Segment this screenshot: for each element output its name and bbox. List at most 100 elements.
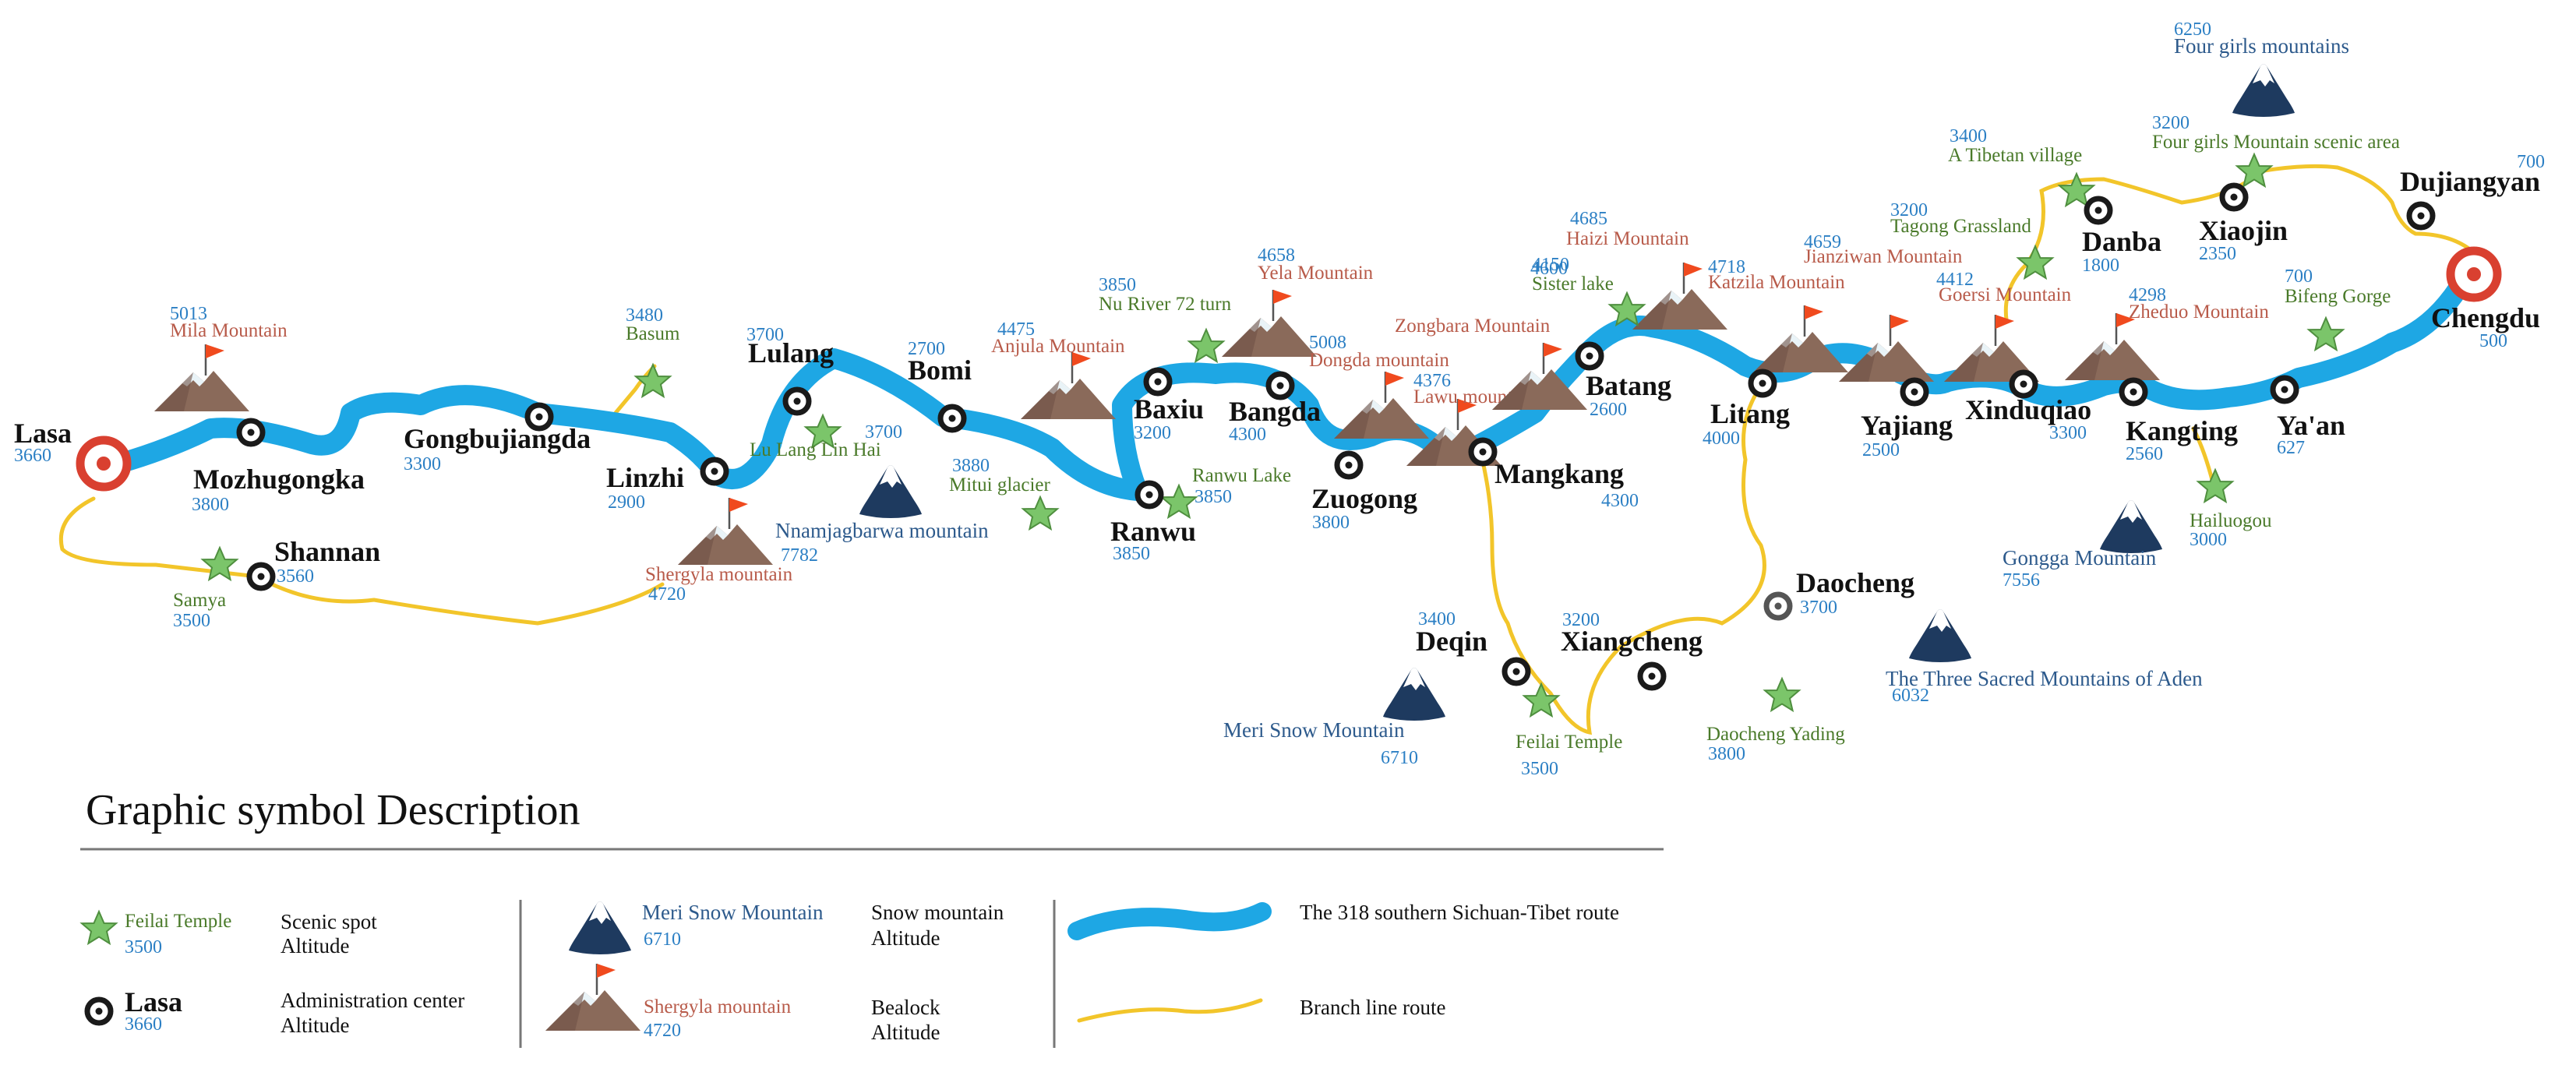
legend-admin: Lasa 3660 Administration center Altitude (87, 986, 464, 1037)
pass-name: Dongda mountain (1309, 350, 1449, 371)
scenic-nu-river: 3850 Nu River 72 turn (1099, 275, 1232, 362)
city-name: Batang (1586, 370, 1671, 401)
pass-name: Jianziwan Mountain (1804, 246, 1963, 267)
scenic-name: Nu River 72 turn (1099, 294, 1232, 315)
city-daocheng[interactable]: Daocheng 3700 (1766, 567, 1914, 618)
city-baxiu[interactable]: Baxiu 3200 (1134, 370, 1204, 443)
snow-mountain-altitude: 6710 (1381, 748, 1418, 768)
city-altitude: 2900 (608, 492, 645, 513)
city-shannan[interactable]: Shannan 3560 (249, 536, 380, 588)
scenic-altitude: 3700 (865, 422, 902, 443)
city-dujiangyan[interactable]: 700 Dujiangyan (2400, 152, 2545, 227)
pass-name: Zheduo Mountain (2129, 302, 2269, 323)
scenic-samya: Samya 3500 (173, 547, 238, 631)
pass-altitude: 4600 (1530, 259, 1568, 279)
city-altitude: 1800 (2082, 256, 2119, 276)
snow-mountain-icon: 6250 Four girls mountains (2174, 19, 2349, 117)
city-bangda[interactable]: Bangda 4300 (1229, 374, 1321, 445)
legend-pass-altitude: 4720 (644, 1021, 681, 1041)
city-name: Mozhugongka (193, 464, 365, 495)
mountain-passes: 5013 Mila Mountain 4475 Anjula Mountain … (153, 209, 2269, 605)
scenic-feilai-temple: Feilai Temple 3500 (1516, 683, 1622, 779)
city-mangkang[interactable]: Mangkang 4300 (1471, 440, 1639, 511)
pass-name: Mila Mountain (170, 320, 288, 341)
city-zuogong[interactable]: Zuogong 3800 (1311, 453, 1417, 533)
scenic-name: Sister lake (1532, 273, 1614, 294)
city-deqin[interactable]: 3400 Deqin (1416, 609, 1528, 683)
city-name: Ranwu (1110, 516, 1196, 547)
pass-name: Anjula Mountain (991, 336, 1125, 357)
legend-pass-desc: Bealock (871, 996, 940, 1019)
city-name: Litang (1710, 398, 1790, 429)
scenic-bifeng-gorge: 700 Bifeng Gorge (2285, 266, 2391, 351)
city-kangting[interactable]: Kangting 2560 (2122, 380, 2238, 464)
city-altitude: 2700 (908, 339, 945, 359)
city-name: Lasa (14, 418, 72, 449)
scenic-daocheng-yading: Daocheng Yading 3800 (1706, 678, 1845, 764)
city-mozhugongka[interactable]: Mozhugongka 3800 (192, 421, 365, 515)
city-litang[interactable]: Litang 4000 (1703, 372, 1790, 449)
city-altitude: 3200 (1134, 423, 1171, 443)
city-batang[interactable]: Batang 2600 (1578, 344, 1671, 420)
scenic-altitude: 4150 (1532, 255, 1569, 275)
scenic-name: Bifeng Gorge (2285, 286, 2391, 307)
scenic-name: Feilai Temple (1516, 732, 1622, 753)
city-name: Baxiu (1134, 393, 1204, 425)
legend-admin-altitude: 3660 (125, 1014, 162, 1035)
city-xiangcheng[interactable]: 3200 Xiangcheng (1561, 610, 1703, 688)
pass-name: Yela Mountain (1258, 263, 1374, 284)
scenic-tagong-grassland: 3200 Tagong Grassland (1890, 200, 2053, 279)
city-ranwu[interactable]: Ranwu 3850 (1110, 483, 1196, 564)
city-name: Kangting (2126, 415, 2238, 446)
city-xiaojin[interactable]: Xiaojin 2350 (2199, 185, 2288, 264)
city-danba[interactable]: Danba 1800 (2082, 199, 2161, 276)
city-altitude: 500 (2479, 331, 2507, 351)
city-xinduqiao[interactable]: Xinduqiao 3300 (1965, 372, 2091, 443)
city-lasa[interactable]: Lasa 3660 (14, 418, 127, 487)
city-gongbujiangda[interactable]: Gongbujiangda 3300 (404, 405, 591, 474)
city-altitude: 3850 (1113, 544, 1150, 564)
city-linzhi[interactable]: Linzhi 2900 (606, 460, 726, 513)
scenic-altitude: 3800 (1708, 744, 1745, 764)
legend-branch-route-label: Branch line route (1300, 996, 1445, 1019)
scenic-altitude: 3500 (173, 611, 210, 631)
city-name: Mangkang (1494, 458, 1624, 489)
snow-mountain-name: Nnamjagbarwa mountain (775, 519, 989, 542)
legend-snow-sample: Meri Snow Mountain (642, 901, 824, 924)
city-altitude: 2560 (2126, 444, 2163, 464)
scenic-name: Samya (173, 590, 226, 611)
pass-katzila: 4718 Katzila Mountain (1708, 257, 1850, 374)
city-name: Ya'an (2277, 410, 2345, 441)
city-lulang[interactable]: 3700 Lulang (746, 325, 834, 413)
city-yaan[interactable]: Ya'an 627 (2273, 378, 2345, 458)
pass-jianziwan: 4659 Jianziwan Mountain (1804, 232, 1963, 383)
city-bomi[interactable]: 2700 Bomi (908, 339, 972, 430)
pass-altitude: 4685 (1570, 209, 1607, 229)
scenic-name: Ranwu Lake (1192, 465, 1291, 486)
branch-mangkang-deqin-litang (1478, 383, 1766, 735)
snow-mountain-altitude: 6250 (2174, 19, 2211, 40)
pass-altitude: 4475 (997, 319, 1035, 340)
scenic-altitude: 3850 (1194, 487, 1232, 507)
pass-altitude: 4718 (1708, 257, 1745, 277)
city-chengdu[interactable]: Chengdu 500 (2431, 251, 2540, 351)
scenic-altitude: 3500 (1521, 759, 1558, 779)
legend-snow-desc2: Altitude (871, 926, 940, 950)
pass-haizi: 4685 Haizi Mountain (1566, 209, 1729, 331)
scenic-altitude: 3400 (1950, 126, 1987, 146)
city-name: Dujiangyan (2400, 166, 2540, 197)
city-name: Zuogong (1311, 483, 1417, 514)
city-altitude: 3400 (1418, 609, 1456, 629)
snow-mountain-icon: Meri Snow Mountain 6710 (1223, 668, 1445, 768)
scenic-ranwu-lake: Ranwu Lake 3850 (1161, 465, 1291, 518)
scenic-basum: 3480 Basum (626, 305, 680, 397)
snow-mountain-icon: Gongga Mountain 7556 (2003, 500, 2162, 591)
snow-mountain-name: The Three Sacred Mountains of Aden (1886, 667, 2203, 690)
pass-altitude: 4412 (1936, 270, 1974, 290)
legend-scenic: Feilai Temple 3500 Scenic spot Altitude (81, 910, 377, 957)
city-name: Gongbujiangda (404, 423, 591, 454)
city-yajiang[interactable]: Yajiang 2500 (1861, 380, 1953, 460)
main-route-318 (95, 259, 2480, 501)
legend-pass: Shergyla mountain 4720 Bealock Altitude (544, 962, 940, 1044)
